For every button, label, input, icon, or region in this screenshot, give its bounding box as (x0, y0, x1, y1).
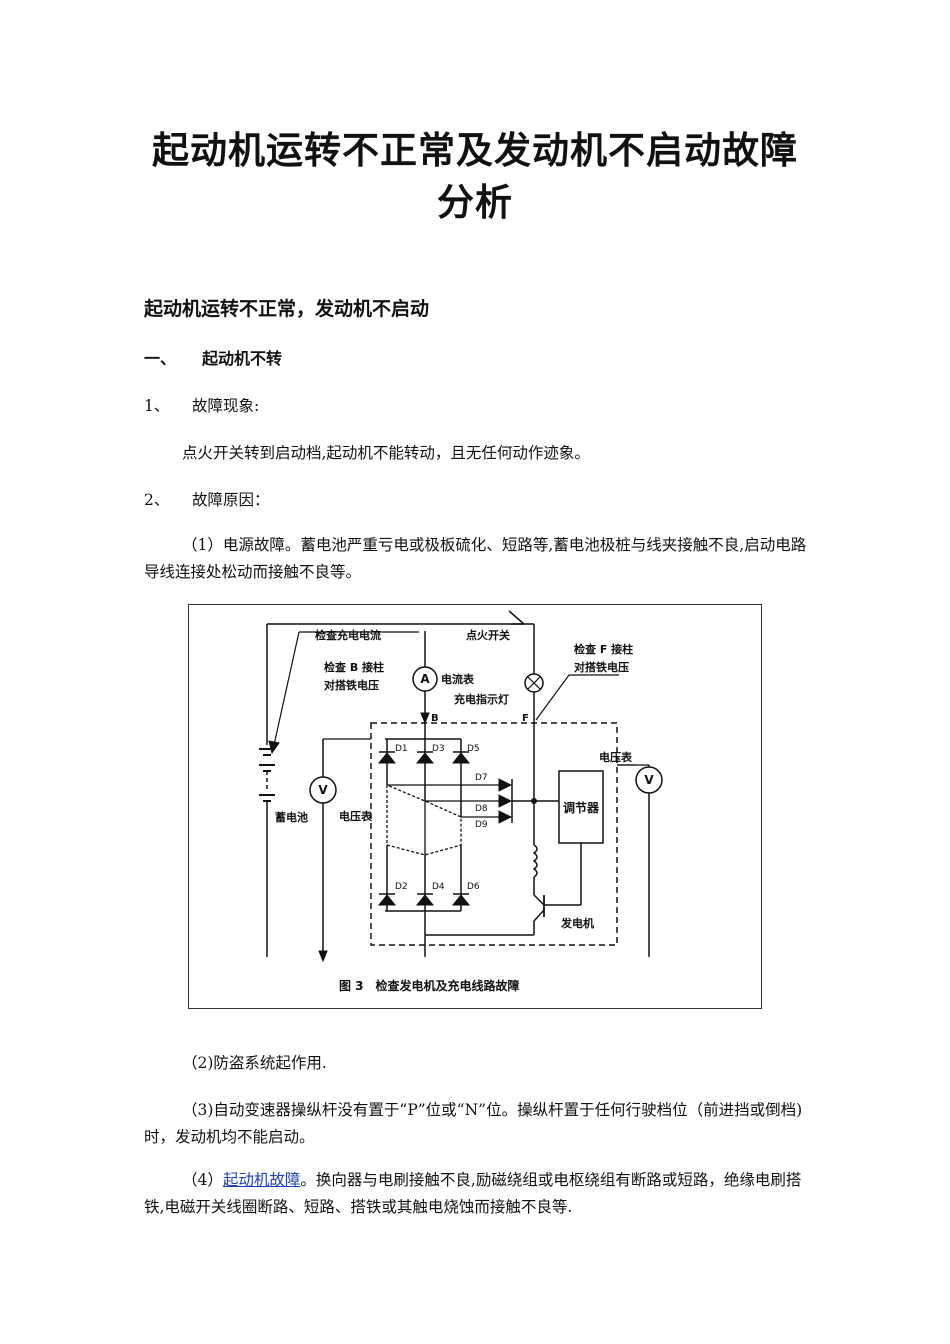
probe-line (273, 631, 300, 746)
diode-d2-icon (377, 894, 397, 906)
cause-4-text: 。换向器与电刷接触不良,励磁绕组或电枢绕组有断路或短路，绝缘电刷搭铁,电磁开关线… (144, 1171, 802, 1216)
generator-boundary (370, 722, 618, 946)
label-voltmeter-right: 电压表 (599, 750, 633, 764)
figure-caption: 图 3 检查发电机及充电线路故障 (339, 978, 520, 993)
meter-v-label: V (318, 783, 328, 797)
cause-2-paragraph: （2)防盗系统起作用. (182, 1054, 327, 1072)
ignition-switch-icon (508, 610, 525, 625)
label-d2: D2 (395, 882, 408, 892)
circuit-diagram-figure: A (188, 604, 762, 1009)
section-heading: 起动机运转不正常，发动机不启动 (144, 298, 430, 320)
label-voltmeter-left: 电压表 (339, 809, 373, 823)
cause-3-paragraph: （3)自动变速器操纵杆没有置于“P”位或“N”位。操纵杆置于任何行驶档位（前进挡… (144, 1101, 803, 1146)
cause-4-paragraph: （4）起动机故障。换向器与电刷接触不良,励磁绕组或电枢绕组有断路或短路，绝缘电刷… (144, 1167, 810, 1221)
title-line-1: 起动机运转不正常及发动机不启动故障 (152, 129, 798, 172)
label-d8: D8 (475, 804, 488, 814)
label-check-b-2: 对搭铁电压 (324, 678, 379, 692)
item-number: 2、 (144, 491, 170, 509)
transistor-icon (533, 894, 545, 906)
item-symptom-heading: 1、 故障现象: (144, 394, 259, 416)
probe-line (535, 674, 570, 721)
label-terminal-f: F (522, 713, 529, 724)
diode-d3-icon (415, 752, 435, 764)
label-charge-lamp: 充电指示灯 (454, 692, 509, 706)
field-coil-icon (532, 844, 538, 878)
label-battery: 蓄电池 (275, 810, 308, 824)
label-check-f-2: 对搭铁电压 (574, 660, 629, 674)
cause-4-prefix: （4） (182, 1171, 223, 1189)
b-arrow-icon (420, 712, 430, 725)
diode-d4-icon (415, 894, 435, 906)
item-number: 1、 (144, 397, 170, 415)
label-check-b-1: 检查 B 接柱 (324, 660, 384, 674)
label-d5: D5 (467, 744, 480, 754)
diode-d9-icon (498, 810, 513, 824)
symptom-paragraph: 点火开关转到启动档,起动机不能转动，且无任何动作迹象。 (182, 444, 590, 462)
battery-icon (259, 748, 275, 957)
meter-a-label: A (420, 672, 430, 686)
lower-diodes (377, 845, 471, 911)
label-d7: D7 (475, 773, 488, 783)
probe-arrow-icon (268, 740, 280, 755)
diode-d7-icon (498, 778, 513, 792)
label-generator: 发电机 (560, 916, 594, 930)
diode-d5-icon (451, 752, 471, 764)
diode-d1-icon (377, 752, 397, 764)
diode-d6-icon (451, 894, 471, 906)
label-terminal-b: B (431, 713, 439, 724)
item-cause-heading: 2、 故障原因： (144, 488, 270, 510)
title-line-2: 分析 (437, 181, 513, 224)
label-check-charge-current: 检查充电电流 (315, 628, 381, 642)
circuit-diagram: A (259, 610, 663, 993)
regulator-label: 调节器 (563, 800, 600, 815)
regulator-box (558, 770, 604, 844)
meter-v-label: V (644, 773, 654, 787)
label-ignition-switch: 点火开关 (466, 628, 510, 642)
label-d9: D9 (475, 820, 488, 830)
document-title: 起动机运转不正常及发动机不启动故障 分析 (0, 125, 950, 229)
label-d6: D6 (467, 882, 480, 892)
item-text: 故障现象: (192, 397, 260, 415)
field-diodes (387, 778, 559, 824)
label-d3: D3 (432, 744, 445, 754)
stator-winding-icon (386, 784, 462, 856)
label-d4: D4 (432, 882, 445, 892)
item-text: 故障原因： (192, 491, 270, 509)
label-check-f-1: 检查 F 接柱 (574, 642, 633, 656)
starter-fault-link[interactable]: 起动机故障 (222, 1171, 301, 1189)
upper-diodes (377, 739, 471, 817)
diode-d8-icon (498, 794, 513, 808)
label-ammeter: 电流表 (441, 672, 475, 686)
sub-heading-text: 起动机不转 (202, 349, 283, 368)
sub-heading-number: 一、 (144, 349, 177, 368)
cause-1-paragraph: （1）电源故障。蓄电池严重亏电或极板硫化、短路等,蓄电池极桩与线夹接触不良,启动… (144, 536, 807, 581)
sub-heading: 一、 起动机不转 (144, 345, 282, 369)
label-d1: D1 (395, 744, 408, 754)
